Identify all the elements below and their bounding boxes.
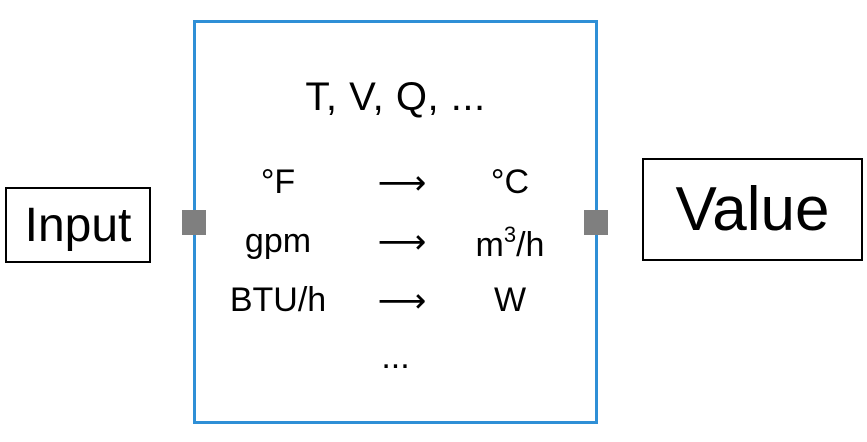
value-label-box: Value <box>642 158 863 261</box>
input-port[interactable] <box>182 210 206 235</box>
to-unit: m3/h <box>476 222 545 265</box>
to-unit: W <box>493 281 527 319</box>
from-unit: gpm <box>244 222 312 260</box>
unit-conversion-block[interactable]: T, V, Q, ... °F ⟶ °C gpm ⟶ m3/h BTU/h ⟶ … <box>193 20 598 424</box>
output-port[interactable] <box>584 210 608 235</box>
to-unit-exponent: 3 <box>503 222 517 247</box>
value-label: Value <box>675 175 830 244</box>
arrow-icon: ⟶ <box>377 282 427 320</box>
conversion-row: °F ⟶ °C <box>196 163 595 213</box>
to-unit: °C <box>490 163 530 201</box>
more-ellipsis: ... <box>381 338 410 376</box>
to-unit-tail: /h <box>516 226 545 264</box>
conversion-row: BTU/h ⟶ W <box>196 281 595 331</box>
input-label-box: Input <box>5 187 151 263</box>
arrow-icon: ⟶ <box>377 164 427 202</box>
input-label: Input <box>24 198 132 252</box>
conversion-row: gpm ⟶ m3/h <box>196 222 595 272</box>
from-unit: °F <box>260 163 296 201</box>
arrow-icon: ⟶ <box>377 223 427 261</box>
block-title: T, V, Q, ... <box>305 75 486 119</box>
from-unit: BTU/h <box>229 281 327 319</box>
to-unit-base: m <box>475 226 504 264</box>
